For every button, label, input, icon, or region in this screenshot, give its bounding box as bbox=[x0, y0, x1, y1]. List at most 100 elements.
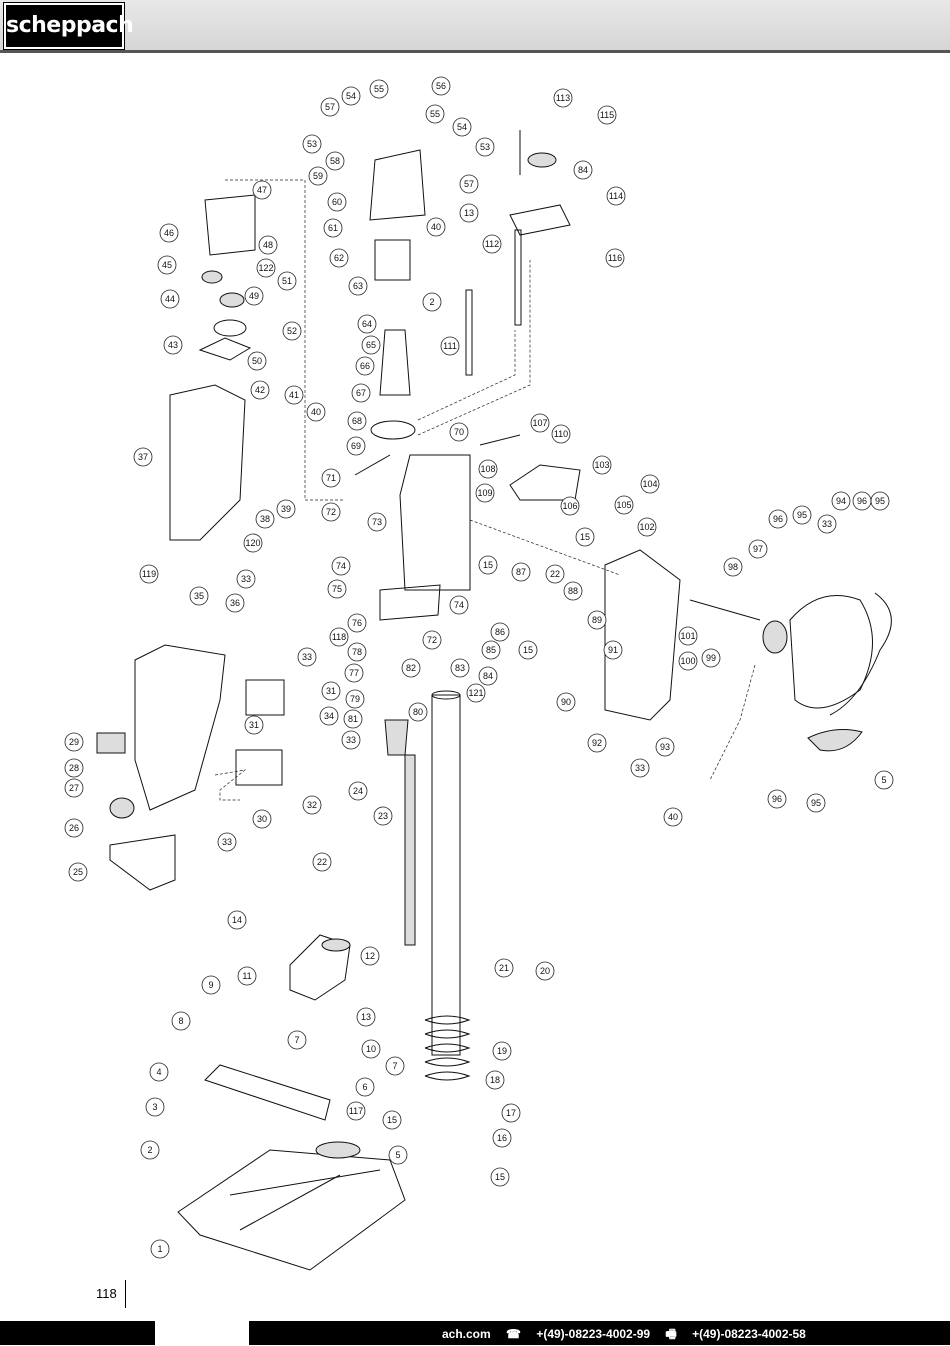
callout-circle bbox=[306, 402, 326, 422]
callout-47: 47 bbox=[252, 180, 272, 200]
callout-label: 88 bbox=[568, 586, 578, 596]
callout-29: 29 bbox=[64, 732, 84, 752]
callout-label: 111 bbox=[443, 341, 457, 351]
callout-96: 96 bbox=[768, 509, 788, 529]
callout-label: 87 bbox=[516, 567, 526, 577]
callout-42: 42 bbox=[250, 380, 270, 400]
callout-86: 86 bbox=[490, 622, 510, 642]
callout-label: 115 bbox=[600, 110, 614, 120]
callout-14: 14 bbox=[227, 910, 247, 930]
callout-label: 73 bbox=[372, 517, 382, 527]
callout-100: 100 bbox=[678, 651, 698, 671]
callout-label: 106 bbox=[562, 501, 577, 511]
callout-circle bbox=[345, 689, 365, 709]
callout-circle bbox=[425, 104, 445, 124]
callout-circle bbox=[603, 640, 623, 660]
callout-circle bbox=[655, 737, 675, 757]
callout-label: 38 bbox=[260, 514, 270, 524]
footer-website[interactable]: ach.com bbox=[442, 1327, 491, 1341]
callout-5: 5 bbox=[388, 1145, 408, 1165]
callout-label: 96 bbox=[773, 514, 783, 524]
callout-circle bbox=[535, 961, 555, 981]
callout-label: 96 bbox=[857, 496, 867, 506]
callout-109: 109 bbox=[475, 483, 495, 503]
callout-circle bbox=[252, 180, 272, 200]
callout-circle bbox=[343, 709, 363, 729]
callout-circle bbox=[256, 258, 276, 278]
callout-circle bbox=[494, 958, 514, 978]
callout-circle bbox=[440, 336, 460, 356]
callout-circle bbox=[587, 610, 607, 630]
callout-95: 95 bbox=[806, 793, 826, 813]
callout-circle bbox=[163, 335, 183, 355]
callout-label: 95 bbox=[797, 510, 807, 520]
callout-label: 101 bbox=[680, 631, 695, 641]
callout-circle bbox=[236, 569, 256, 589]
callout-circle bbox=[297, 647, 317, 667]
callout-label: 47 bbox=[257, 185, 267, 195]
callout-circle bbox=[357, 314, 377, 334]
callout-label: 28 bbox=[69, 763, 79, 773]
callout-circle bbox=[382, 1110, 402, 1130]
callout-label: 58 bbox=[330, 156, 340, 166]
callout-circle bbox=[250, 380, 270, 400]
callout-circle bbox=[308, 166, 328, 186]
callout-circle bbox=[348, 276, 368, 296]
callout-label: 97 bbox=[753, 544, 763, 554]
footer-fax: +(49)-08223-4002-58 bbox=[692, 1327, 806, 1341]
callout-label: 104 bbox=[642, 479, 657, 489]
callout-label: 11 bbox=[242, 971, 251, 981]
callout-circle bbox=[346, 436, 366, 456]
callout-106: 106 bbox=[560, 496, 580, 516]
callout-circle bbox=[341, 730, 361, 750]
callout-8: 8 bbox=[171, 1011, 191, 1031]
callout-17: 17 bbox=[501, 1103, 521, 1123]
callout-circle bbox=[518, 640, 538, 660]
callout-label: 1 bbox=[157, 1244, 162, 1254]
callout-label: 91 bbox=[608, 645, 618, 655]
callout-label: 15 bbox=[495, 1172, 505, 1182]
callout-circle bbox=[663, 807, 683, 827]
callout-label: 8 bbox=[178, 1016, 183, 1026]
callout-118: 118 bbox=[329, 627, 349, 647]
callout-circle bbox=[563, 581, 583, 601]
callout-circle bbox=[355, 356, 375, 376]
callout-label: 5 bbox=[395, 1150, 400, 1160]
callout-circle bbox=[157, 255, 177, 275]
callout-circle bbox=[831, 491, 851, 511]
callout-label: 80 bbox=[413, 707, 423, 717]
callout-circle bbox=[459, 203, 479, 223]
callout-circle bbox=[145, 1097, 165, 1117]
callout-label: 33 bbox=[635, 763, 645, 773]
callout-39: 39 bbox=[276, 499, 296, 519]
callout-circle bbox=[320, 97, 340, 117]
callout-circle bbox=[319, 706, 339, 726]
callout-84: 84 bbox=[478, 666, 498, 686]
callout-13: 13 bbox=[356, 1007, 376, 1027]
callout-label: 86 bbox=[495, 627, 505, 637]
callout-95: 95 bbox=[870, 491, 890, 511]
callout-circle bbox=[768, 509, 788, 529]
callout-circle bbox=[64, 732, 84, 752]
callout-circle bbox=[466, 683, 486, 703]
callout-62: 62 bbox=[329, 248, 349, 268]
footer-phone: +(49)-08223-4002-99 bbox=[536, 1327, 651, 1341]
callout-circle bbox=[545, 564, 565, 584]
callout-6: 6 bbox=[355, 1077, 375, 1097]
callout-circle bbox=[422, 292, 442, 312]
callout-85: 85 bbox=[481, 640, 501, 660]
callout-label: 81 bbox=[348, 714, 358, 724]
callout-label: 119 bbox=[142, 569, 156, 579]
callout-circle bbox=[551, 424, 571, 444]
callout-122: 122 bbox=[256, 258, 276, 278]
callout-120: 120 bbox=[243, 533, 263, 553]
callout-label: 82 bbox=[406, 663, 416, 673]
callout-label: 2 bbox=[429, 297, 434, 307]
callout-107: 107 bbox=[530, 413, 550, 433]
callout-circle bbox=[817, 514, 837, 534]
callout-circle bbox=[678, 651, 698, 671]
callout-circle bbox=[482, 234, 502, 254]
callout-circle bbox=[614, 495, 634, 515]
callout-circle bbox=[347, 613, 367, 633]
callout-label: 94 bbox=[836, 496, 846, 506]
